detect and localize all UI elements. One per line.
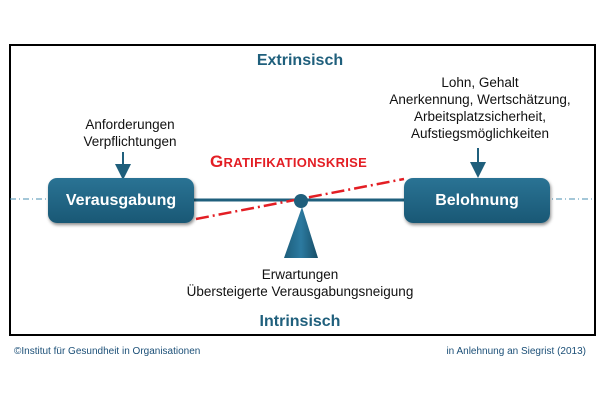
crisis-tilt-line (195, 177, 405, 221)
diagram-frame (9, 44, 596, 336)
demands-line: Anforderungen (85, 117, 175, 132)
copyright-text: ©Institut für Gesundheit in Organisation… (14, 346, 201, 357)
demands-text: Anforderungen Verpflichtungen (30, 116, 230, 150)
source-citation: in Anlehnung an Siegrist (2013) (446, 346, 586, 357)
demands-line: Verpflichtungen (83, 134, 177, 149)
fulcrum-triangle (284, 207, 318, 258)
fulcrum-pivot (294, 194, 308, 208)
expectations-line: Übersteigerte Verausgabungsneigung (186, 284, 414, 299)
rewards-line: Anerkennung, Wertschätzung, (389, 92, 571, 107)
intrinsic-label: Intrinsisch (259, 313, 341, 330)
expectations-text: Erwartungen Übersteigerte Verausgabungsn… (150, 266, 450, 300)
rewards-text: Lohn, Gehalt Anerkennung, Wertschätzung,… (375, 74, 585, 142)
reward-box: Belohnung (404, 178, 550, 223)
crisis-label: GRATIFIKATIONSKRISE (210, 152, 367, 172)
crisis-label-rest: RATIFIKATIONSKRISE (223, 155, 368, 170)
rewards-line: Lohn, Gehalt (441, 75, 519, 90)
rewards-line: Arbeitsplatzsicherheit, (413, 109, 547, 124)
expectations-line: Erwartungen (261, 267, 339, 282)
effort-box: Verausgabung (48, 178, 194, 223)
extrinsic-label: Extrinsisch (256, 52, 344, 69)
crisis-label-initial: G (210, 152, 224, 171)
rewards-line: Aufstiegsmöglichkeiten (410, 126, 550, 141)
